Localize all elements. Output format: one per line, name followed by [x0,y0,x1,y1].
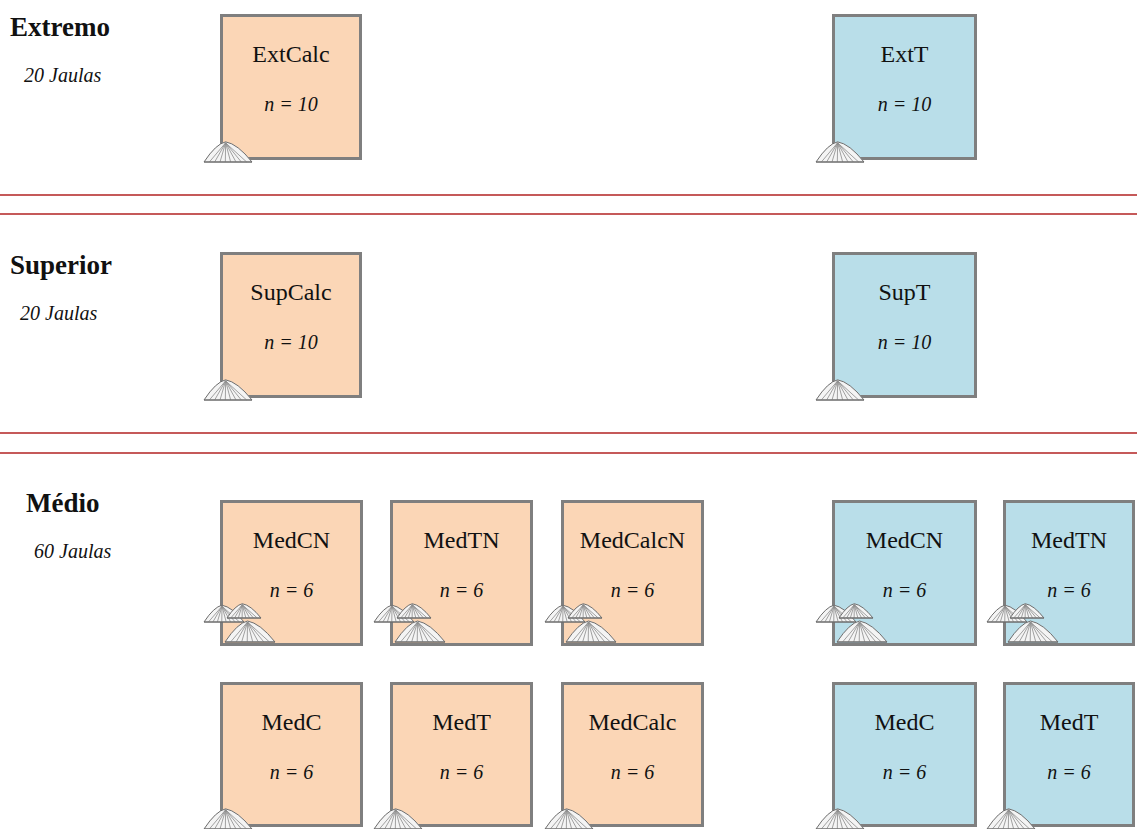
sample-size: n = 10 [223,93,359,116]
cage-name: ExtCalc [223,41,359,69]
cage-name: MedC [223,709,360,737]
cage-name: MedCN [223,527,360,555]
zone-title: Médio [26,488,100,519]
cage-box: MedCalcN n = 6 [561,500,704,646]
cage-name: SupCalc [223,279,359,307]
cage-name: MedT [393,709,530,737]
cage-box: MedCN n = 6 [220,500,363,646]
cage-name: ExtT [835,41,974,69]
sample-size: n = 6 [1006,579,1132,602]
sample-size: n = 6 [835,579,974,602]
cage-name: MedCN [835,527,974,555]
sample-size: n = 6 [393,579,530,602]
limpet-shell [374,605,414,622]
cage-box: MedTN n = 6 [1003,500,1135,646]
cage-box: ExtCalc n = 10 [220,14,362,160]
cage-box: MedCN n = 6 [832,500,977,646]
limpet-shell [545,605,585,622]
cage-box: ExtT n = 10 [832,14,977,160]
limpet-shell [987,809,1035,829]
cage-box: MedT n = 6 [1003,682,1135,827]
cage-count: 60 Jaulas [34,540,111,563]
cage-name: MedTN [393,527,530,555]
limpet-shell [204,142,252,162]
cage-count: 20 Jaulas [24,64,101,87]
sample-size: n = 10 [835,93,974,116]
limpet-shell [225,621,275,642]
cage-box: MedC n = 6 [832,682,977,827]
limpet-shell [374,809,422,829]
sample-size: n = 10 [835,331,974,354]
limpet-shell [816,605,856,622]
sample-size: n = 6 [223,579,360,602]
limpet-shell [395,621,445,642]
cage-box: MedTN n = 6 [390,500,533,646]
limpet-shell [568,604,602,618]
cage-box: MedCalc n = 6 [561,682,704,827]
divider-line [0,452,1137,454]
limpet-shell [816,142,864,162]
limpet-shell [839,604,873,618]
limpet-shell [1008,621,1058,642]
sample-size: n = 6 [223,761,360,784]
limpet-shell [397,604,431,618]
cage-box: SupCalc n = 10 [220,252,362,398]
cage-count: 20 Jaulas [20,302,97,325]
cage-box: MedC n = 6 [220,682,363,827]
limpet-shell [987,605,1027,622]
divider-line [0,213,1137,215]
limpet-shell [204,380,252,400]
sample-size: n = 6 [1006,761,1132,784]
cage-name: MedCalc [564,709,701,737]
cage-name: MedTN [1006,527,1132,555]
sample-size: n = 6 [393,761,530,784]
limpet-shell [837,621,887,642]
limpet-shell [1010,604,1044,618]
cage-name: SupT [835,279,974,307]
limpet-shell [816,809,864,829]
cage-box: MedT n = 6 [390,682,533,827]
limpet-shell [566,621,616,642]
zone-title: Superior [10,250,112,281]
divider-line [0,194,1137,196]
limpet-shell [227,604,261,618]
cage-name: MedC [835,709,974,737]
zone-title: Extremo [10,12,110,43]
limpet-shell [204,605,244,622]
limpet-shell [545,809,593,829]
limpet-shell [816,380,864,400]
limpet-shell [204,809,252,829]
divider-line [0,432,1137,434]
sample-size: n = 6 [564,579,701,602]
cage-box: SupT n = 10 [832,252,977,398]
cage-name: MedT [1006,709,1132,737]
sample-size: n = 10 [223,331,359,354]
cage-name: MedCalcN [564,527,701,555]
sample-size: n = 6 [835,761,974,784]
sample-size: n = 6 [564,761,701,784]
